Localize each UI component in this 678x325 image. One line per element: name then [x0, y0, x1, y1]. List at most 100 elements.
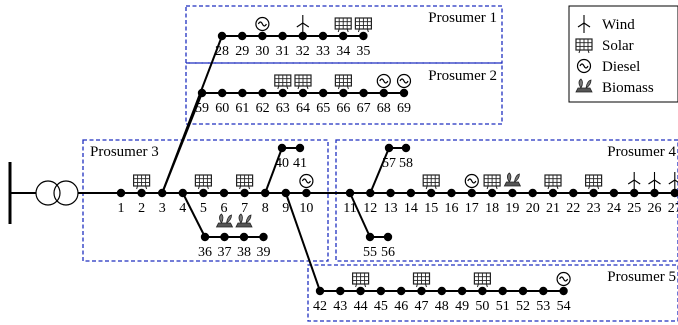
- bus-node-27: [670, 188, 678, 198]
- bus-node-57: [384, 143, 394, 153]
- bus-label-17: 17: [465, 201, 479, 216]
- bus-label-31: 31: [276, 44, 290, 59]
- bus-label-61: 61: [235, 101, 249, 116]
- bus-label-6: 6: [221, 201, 228, 216]
- bus-label-53: 53: [536, 299, 550, 314]
- bus-node-35: [359, 31, 368, 41]
- bus-label-19: 19: [505, 201, 519, 216]
- prosumer-label-5: Prosumer 5: [607, 269, 676, 285]
- bus-node-18: [487, 188, 497, 198]
- bus-node-4: [178, 188, 187, 198]
- bus-node-43: [336, 286, 345, 296]
- bus-node-59: [197, 88, 207, 98]
- bus-node-19: [508, 188, 517, 198]
- bus-node-20: [528, 188, 537, 198]
- bus-label-11: 11: [343, 201, 356, 216]
- bus-label-64: 64: [296, 101, 310, 116]
- bus-label-43: 43: [333, 299, 347, 314]
- bus-node-31: [278, 31, 287, 41]
- bus-label-48: 48: [435, 299, 449, 314]
- wind-icon-bus-32: [296, 15, 310, 33]
- branch-line-9-42: [284, 192, 321, 292]
- bus-label-32: 32: [296, 44, 310, 59]
- bus-node-5: [199, 188, 208, 198]
- prosumer-label-2: Prosumer 2: [428, 68, 497, 84]
- bus-node-12: [366, 188, 375, 198]
- solar-icon-bus-5: [194, 174, 212, 190]
- bus-node-55: [365, 232, 375, 242]
- bus-node-36: [200, 232, 210, 242]
- bus-node-61: [238, 88, 247, 98]
- diesel-icon-bus-54: [556, 271, 571, 287]
- bus-label-54: 54: [557, 299, 571, 314]
- bus-label-10: 10: [299, 201, 313, 216]
- bus-node-13: [386, 188, 395, 198]
- bus-label-62: 62: [256, 101, 270, 116]
- diesel-icon-bus-10: [299, 173, 314, 189]
- bus-label-60: 60: [215, 101, 229, 116]
- bus-label-34: 34: [336, 44, 350, 59]
- bus-label-49: 49: [455, 299, 469, 314]
- legend-label-solar: Solar: [602, 38, 634, 54]
- legend-label-diesel: Diesel: [602, 59, 640, 75]
- prosumer-box-5: [307, 264, 678, 322]
- bus-node-8: [261, 188, 270, 198]
- transformer-secondary-coil: [53, 180, 79, 206]
- solar-icon-bus-15: [422, 174, 440, 190]
- solar-icon-bus-44: [352, 272, 370, 288]
- bus-node-1: [116, 188, 126, 198]
- solar-icon-bus-35: [354, 17, 372, 33]
- bus-node-33: [318, 31, 328, 41]
- bus-node-14: [406, 188, 416, 198]
- bus-node-11: [345, 188, 355, 198]
- wind-icon-bus-25: [627, 172, 641, 190]
- bus-label-50: 50: [475, 299, 489, 314]
- bus-label-59: 59: [195, 101, 209, 116]
- diesel-icon-bus-69: [396, 73, 412, 89]
- solar-icon-bus-63: [274, 74, 292, 90]
- bus-label-8: 8: [262, 201, 269, 216]
- diesel-icon-bus-30: [255, 16, 270, 32]
- bus-node-60: [218, 88, 227, 98]
- branch-line-3-59: [161, 92, 203, 194]
- prosumer-box-1: [185, 5, 503, 64]
- wind-icon: [577, 15, 591, 33]
- bus-label-63: 63: [276, 101, 290, 116]
- bus-node-63: [278, 88, 287, 98]
- bus-node-37: [220, 232, 229, 242]
- bus-node-40: [277, 143, 287, 153]
- solar-icon-bus-66: [334, 74, 352, 90]
- grid-source: [8, 162, 121, 224]
- bus-label-26: 26: [648, 201, 662, 216]
- solar-icon-bus-64: [294, 74, 312, 90]
- bus-label-25: 25: [627, 201, 641, 216]
- bus-node-2: [137, 188, 146, 198]
- transformer-primary-coil: [35, 180, 61, 206]
- bus-label-44: 44: [354, 299, 368, 314]
- bus-label-38: 38: [237, 245, 251, 260]
- bus-node-67: [359, 88, 368, 98]
- bus-node-16: [447, 188, 456, 198]
- bus-label-20: 20: [526, 201, 540, 216]
- bus-node-30: [258, 31, 267, 41]
- bus-label-45: 45: [374, 299, 388, 314]
- bus-label-27: 27: [668, 201, 678, 216]
- solar-icon-bus-23: [584, 174, 603, 190]
- bus-node-51: [498, 286, 507, 296]
- bus-node-9: [281, 188, 290, 198]
- bus-label-65: 65: [316, 101, 330, 116]
- solar-icon-bus-18: [483, 174, 501, 190]
- bus-label-30: 30: [255, 44, 269, 59]
- bus-label-42: 42: [313, 299, 327, 314]
- bus-label-28: 28: [215, 44, 229, 59]
- diesel-icon: [576, 58, 592, 74]
- legend-label-biomass: Biomass: [602, 80, 654, 96]
- bus-node-45: [376, 286, 386, 296]
- bus-node-64: [298, 88, 308, 98]
- bus-node-39: [259, 232, 268, 242]
- bus-label-51: 51: [496, 299, 510, 314]
- bus-label-23: 23: [587, 201, 601, 216]
- bus-label-57: 57: [382, 156, 396, 171]
